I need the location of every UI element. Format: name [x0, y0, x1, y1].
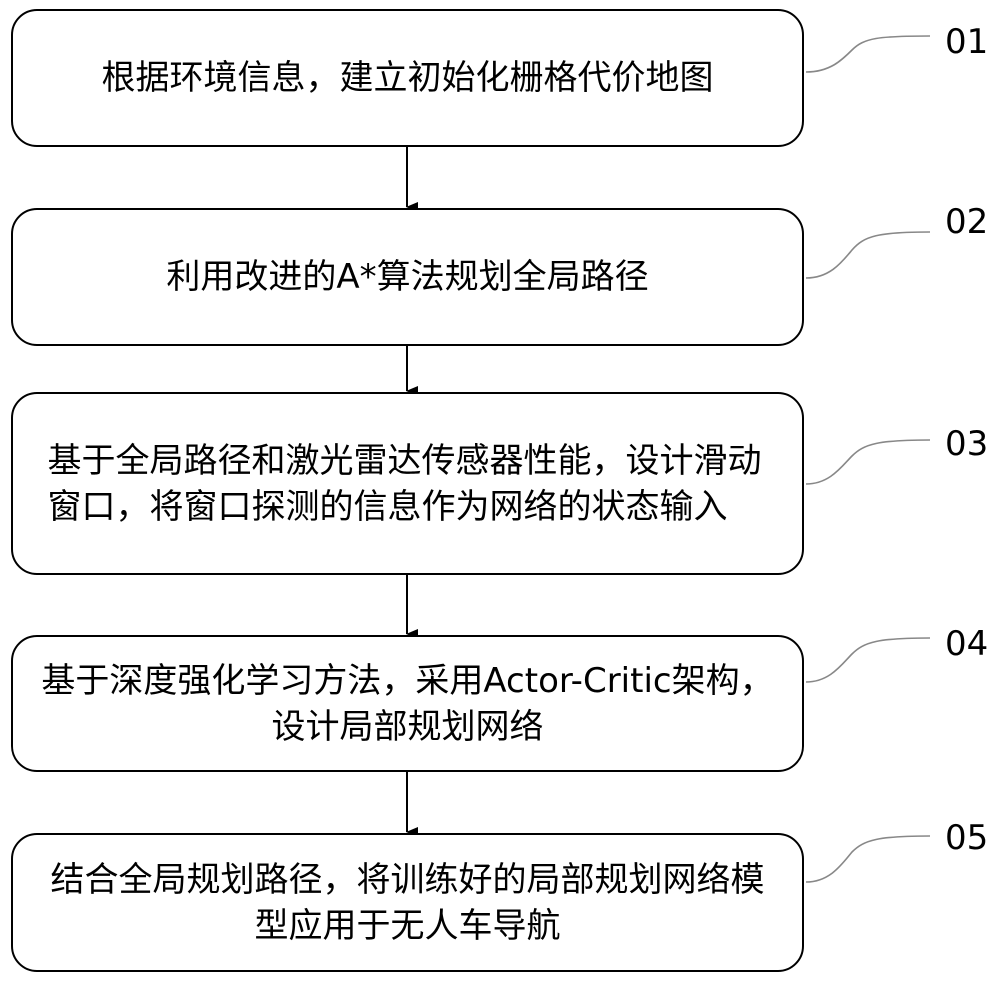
- step-label-02: 02: [945, 202, 989, 242]
- step-label-01: 01: [945, 22, 989, 62]
- step-box-01: 根据环境信息，建立初始化栅格代价地图: [11, 9, 804, 147]
- leader-line-01: [805, 35, 931, 73]
- step-text-02: 利用改进的A*算法规划全局路径: [166, 257, 649, 297]
- step-text-01: 根据环境信息，建立初始化栅格代价地图: [101, 58, 714, 98]
- step-label-05: 05: [945, 818, 989, 858]
- leader-line-02: [805, 231, 931, 279]
- step-label-03: 03: [945, 424, 989, 464]
- step-label-04: 04: [945, 624, 989, 664]
- step-text-03: 基于全局路径和激光雷达传感器性能，设计滑动窗口，将窗口探测的信息作为网络的状态输…: [47, 440, 762, 527]
- step-box-03: 基于全局路径和激光雷达传感器性能，设计滑动窗口，将窗口探测的信息作为网络的状态输…: [11, 392, 804, 575]
- step-box-05: 结合全局规划路径，将训练好的局部规划网络模型应用于无人车导航: [11, 833, 804, 972]
- leader-line-05: [805, 835, 931, 883]
- step-box-04: 基于深度强化学习方法，采用Actor-Critic架构，设计局部规划网络: [11, 635, 804, 772]
- step-box-02: 利用改进的A*算法规划全局路径: [11, 208, 804, 346]
- step-text-05: 结合全局规划路径，将训练好的局部规划网络模型应用于无人车导航: [50, 859, 765, 946]
- step-text-04: 基于深度强化学习方法，采用Actor-Critic架构，设计局部规划网络: [41, 660, 774, 747]
- leader-line-03: [805, 439, 931, 485]
- leader-line-04: [805, 637, 931, 683]
